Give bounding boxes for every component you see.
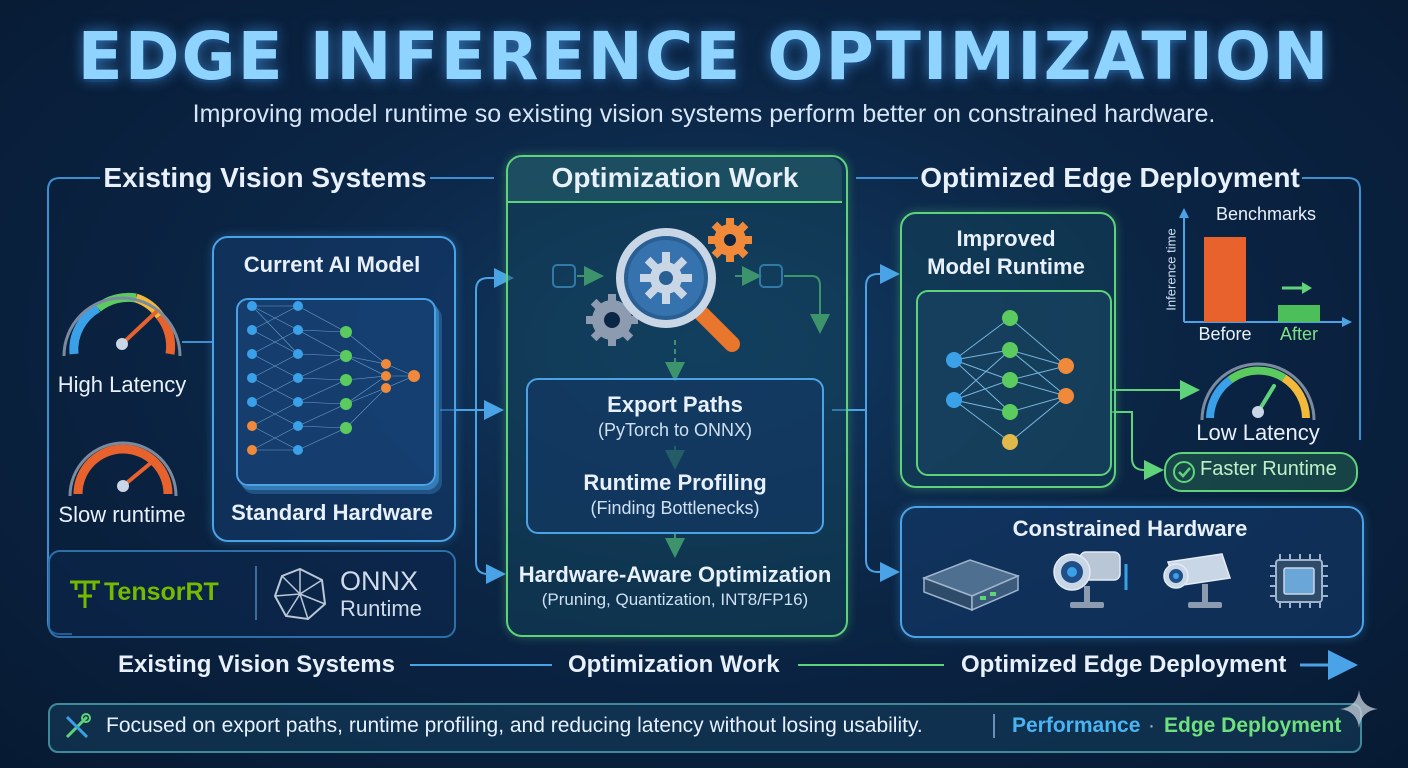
hardware-aware-title: Hardware-Aware Optimization <box>518 562 832 587</box>
existing-section-title: Existing Vision Systems <box>103 162 427 193</box>
current-model-title: Current AI Model <box>243 252 421 277</box>
current-model-network-icon <box>247 301 420 455</box>
benchmarks-title: Benchmarks <box>1215 204 1317 224</box>
onnx-label: ONNX <box>340 566 419 596</box>
logo-divider <box>255 566 257 620</box>
faster-runtime-label: Faster Runtime <box>1200 458 1337 480</box>
improved-label-line2: Model Runtime <box>927 254 1085 279</box>
faster-runtime-badge <box>1164 452 1358 492</box>
slow-runtime-label: Slow runtime <box>58 502 186 527</box>
edge-box-icon <box>921 559 1021 612</box>
benchmarks-chart <box>1179 208 1352 327</box>
slow-runtime-gauge-icon <box>68 441 178 497</box>
export-paths-title: Export Paths <box>607 392 743 417</box>
optimization-title-bar <box>508 157 842 203</box>
improved-network-icon <box>946 310 1074 450</box>
runtime-logos-panel <box>48 550 456 638</box>
export-paths-detail: (PyTorch to ONNX) <box>597 420 753 440</box>
high-latency-label: High Latency <box>57 372 187 397</box>
runtime-profiling-title: Runtime Profiling <box>583 470 767 495</box>
footer-text: Focused on export paths, runtime profili… <box>106 714 923 737</box>
current-model-panel <box>212 236 456 542</box>
standard-hardware-label: Standard Hardware <box>231 500 433 525</box>
sparkle-icon <box>1340 690 1378 728</box>
magnifier-gears-icon <box>586 218 752 352</box>
onnx-logo-icon <box>273 567 327 621</box>
optimization-steps-box <box>526 378 824 534</box>
flow-step-optimization: Optimization Work <box>568 651 780 678</box>
onnx-runtime-label: Runtime <box>340 596 422 621</box>
page-title: EDGE INFERENCE OPTIMIZATION <box>77 18 1331 95</box>
deployment-section-title: Optimized Edge Deployment <box>920 162 1300 193</box>
model-card-stack <box>236 298 436 486</box>
flow-step-existing: Existing Vision Systems <box>118 651 395 678</box>
page-subtitle: Improving model runtime so existing visi… <box>192 100 1216 128</box>
low-latency-gauge-icon <box>1200 362 1316 421</box>
before-label: Before <box>1198 324 1252 344</box>
optimization-section-title: Optimization Work <box>551 162 799 193</box>
hardware-aware-detail: (Pruning, Quantization, INT8/FP16) <box>541 590 809 609</box>
tensorrt-label: TensorRT <box>104 578 219 606</box>
bullet-camera-icon <box>1163 553 1231 608</box>
chip-icon <box>1270 554 1328 608</box>
benchmarks-ylabel: Inference time <box>1163 228 1179 311</box>
check-circle-icon <box>1173 461 1195 483</box>
runtime-profiling-detail: (Finding Bottlenecks) <box>590 498 760 518</box>
low-latency-label: Low Latency <box>1196 420 1320 445</box>
after-bar <box>1278 305 1320 322</box>
after-label: After <box>1279 324 1318 344</box>
tag-performance: Performance <box>1012 714 1141 737</box>
footer-divider <box>993 714 995 738</box>
high-latency-gauge-icon <box>62 292 182 357</box>
speedup-arrow-icon <box>1282 282 1312 294</box>
flow-step-deployment: Optimized Edge Deployment <box>961 651 1287 678</box>
tensorrt-logo-icon <box>70 580 100 608</box>
tag-separator: · <box>1148 714 1155 737</box>
footer-bar <box>48 703 1362 753</box>
constrained-hardware-title: Constrained Hardware <box>1012 516 1248 541</box>
tag-edge-deployment: Edge Deployment <box>1164 714 1342 737</box>
before-bar <box>1204 237 1246 322</box>
improved-label-line1: Improved <box>956 226 1056 251</box>
security-camera-icon <box>1053 551 1128 608</box>
tools-icon <box>65 713 91 739</box>
